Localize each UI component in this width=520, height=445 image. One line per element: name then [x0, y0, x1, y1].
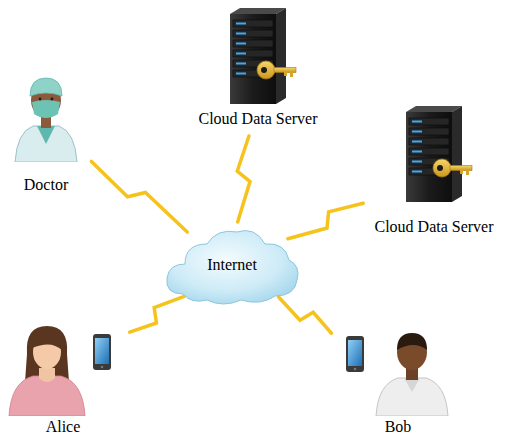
lightning-connector — [130, 296, 185, 332]
server-node: Cloud Data Server — [194, 6, 321, 128]
node-label: Alice — [3, 418, 123, 436]
lightning-connector — [237, 136, 250, 222]
cloud-label: Internet — [207, 256, 257, 274]
server-icon — [394, 104, 474, 204]
lightning-connector — [91, 161, 187, 232]
node-label: Cloud Data Server — [194, 110, 321, 128]
doctor-icon — [11, 62, 81, 162]
node-label: Bob — [338, 418, 458, 436]
cloud-node: Internet — [161, 222, 303, 308]
server-icon — [218, 6, 298, 106]
lightning-connector — [288, 203, 363, 238]
user-node: Alice — [3, 316, 123, 436]
user-node: Bob — [338, 322, 458, 436]
server-node: Cloud Data Server — [370, 104, 497, 236]
node-label: Doctor — [7, 176, 85, 194]
alice-icon — [7, 316, 119, 416]
bob-icon — [342, 322, 454, 416]
node-label: Cloud Data Server — [370, 218, 497, 236]
lightning-connector — [279, 297, 332, 333]
user-node: Doctor — [7, 62, 85, 194]
